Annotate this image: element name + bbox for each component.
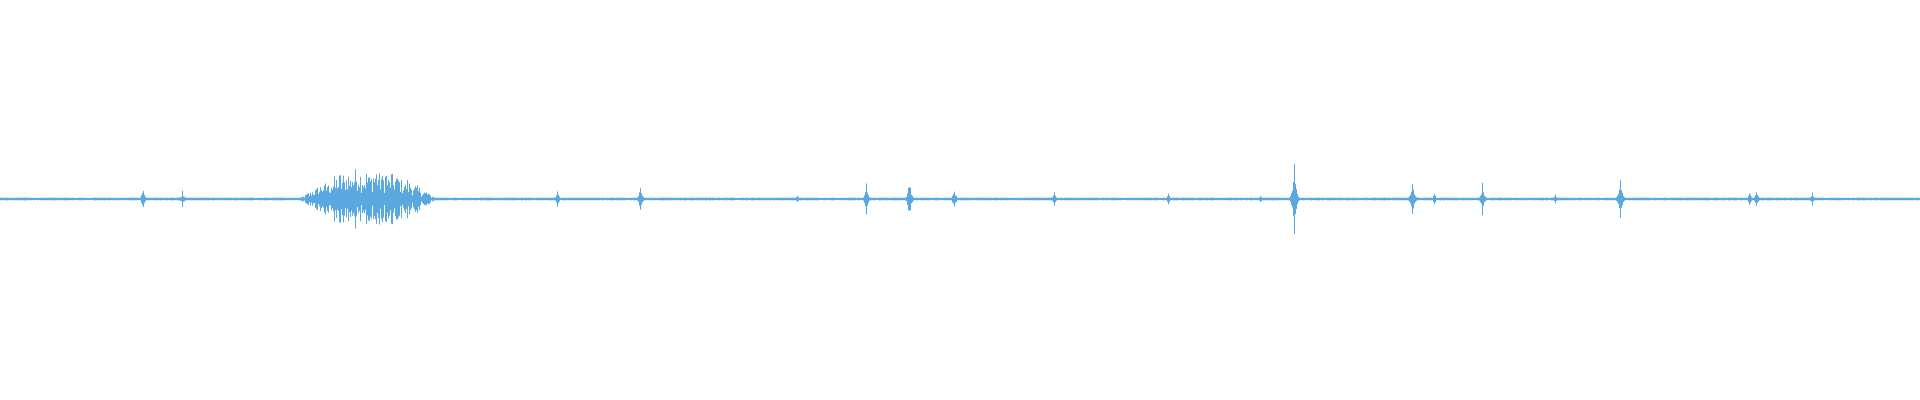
waveform-path bbox=[0, 163, 1920, 235]
